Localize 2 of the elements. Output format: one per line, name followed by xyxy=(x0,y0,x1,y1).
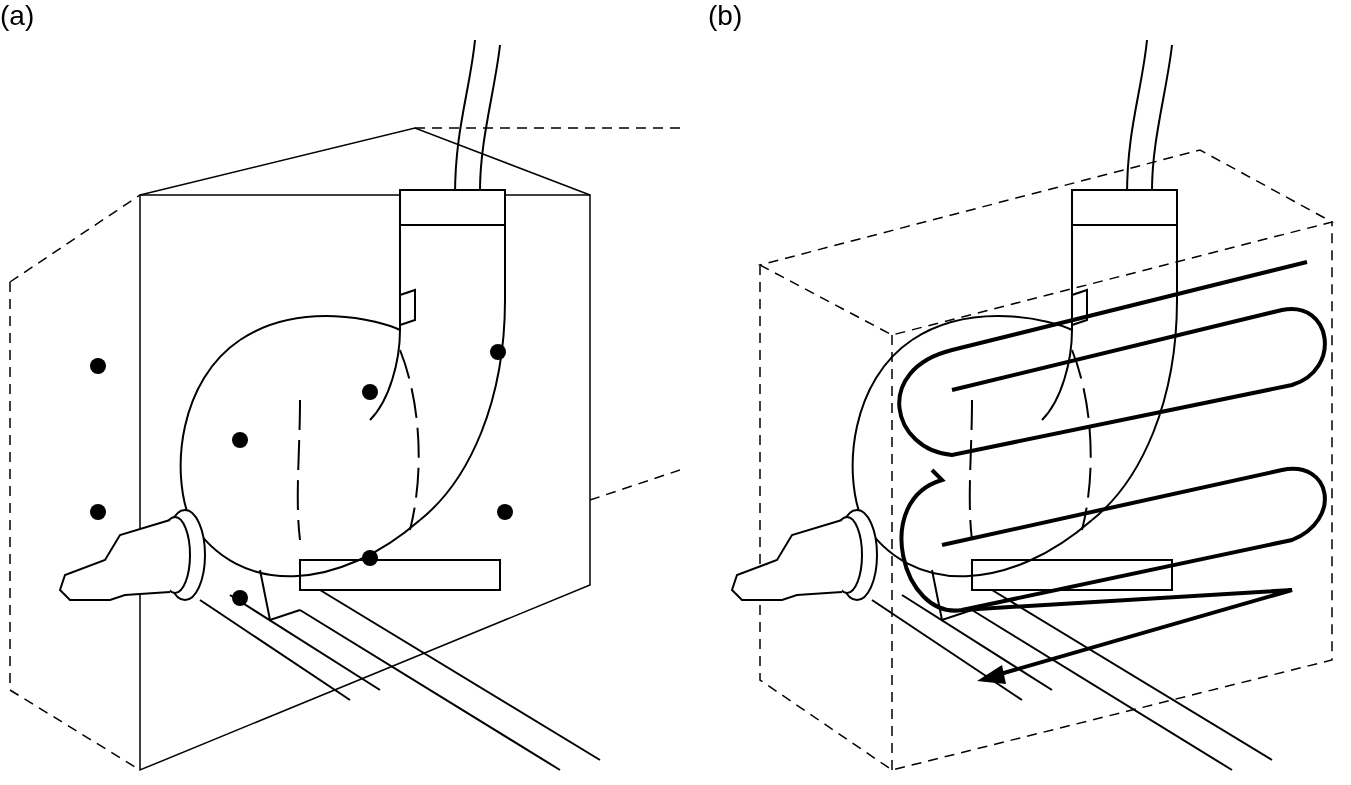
panel-label: (a) xyxy=(0,2,35,30)
panel-label: (b) xyxy=(708,2,743,30)
